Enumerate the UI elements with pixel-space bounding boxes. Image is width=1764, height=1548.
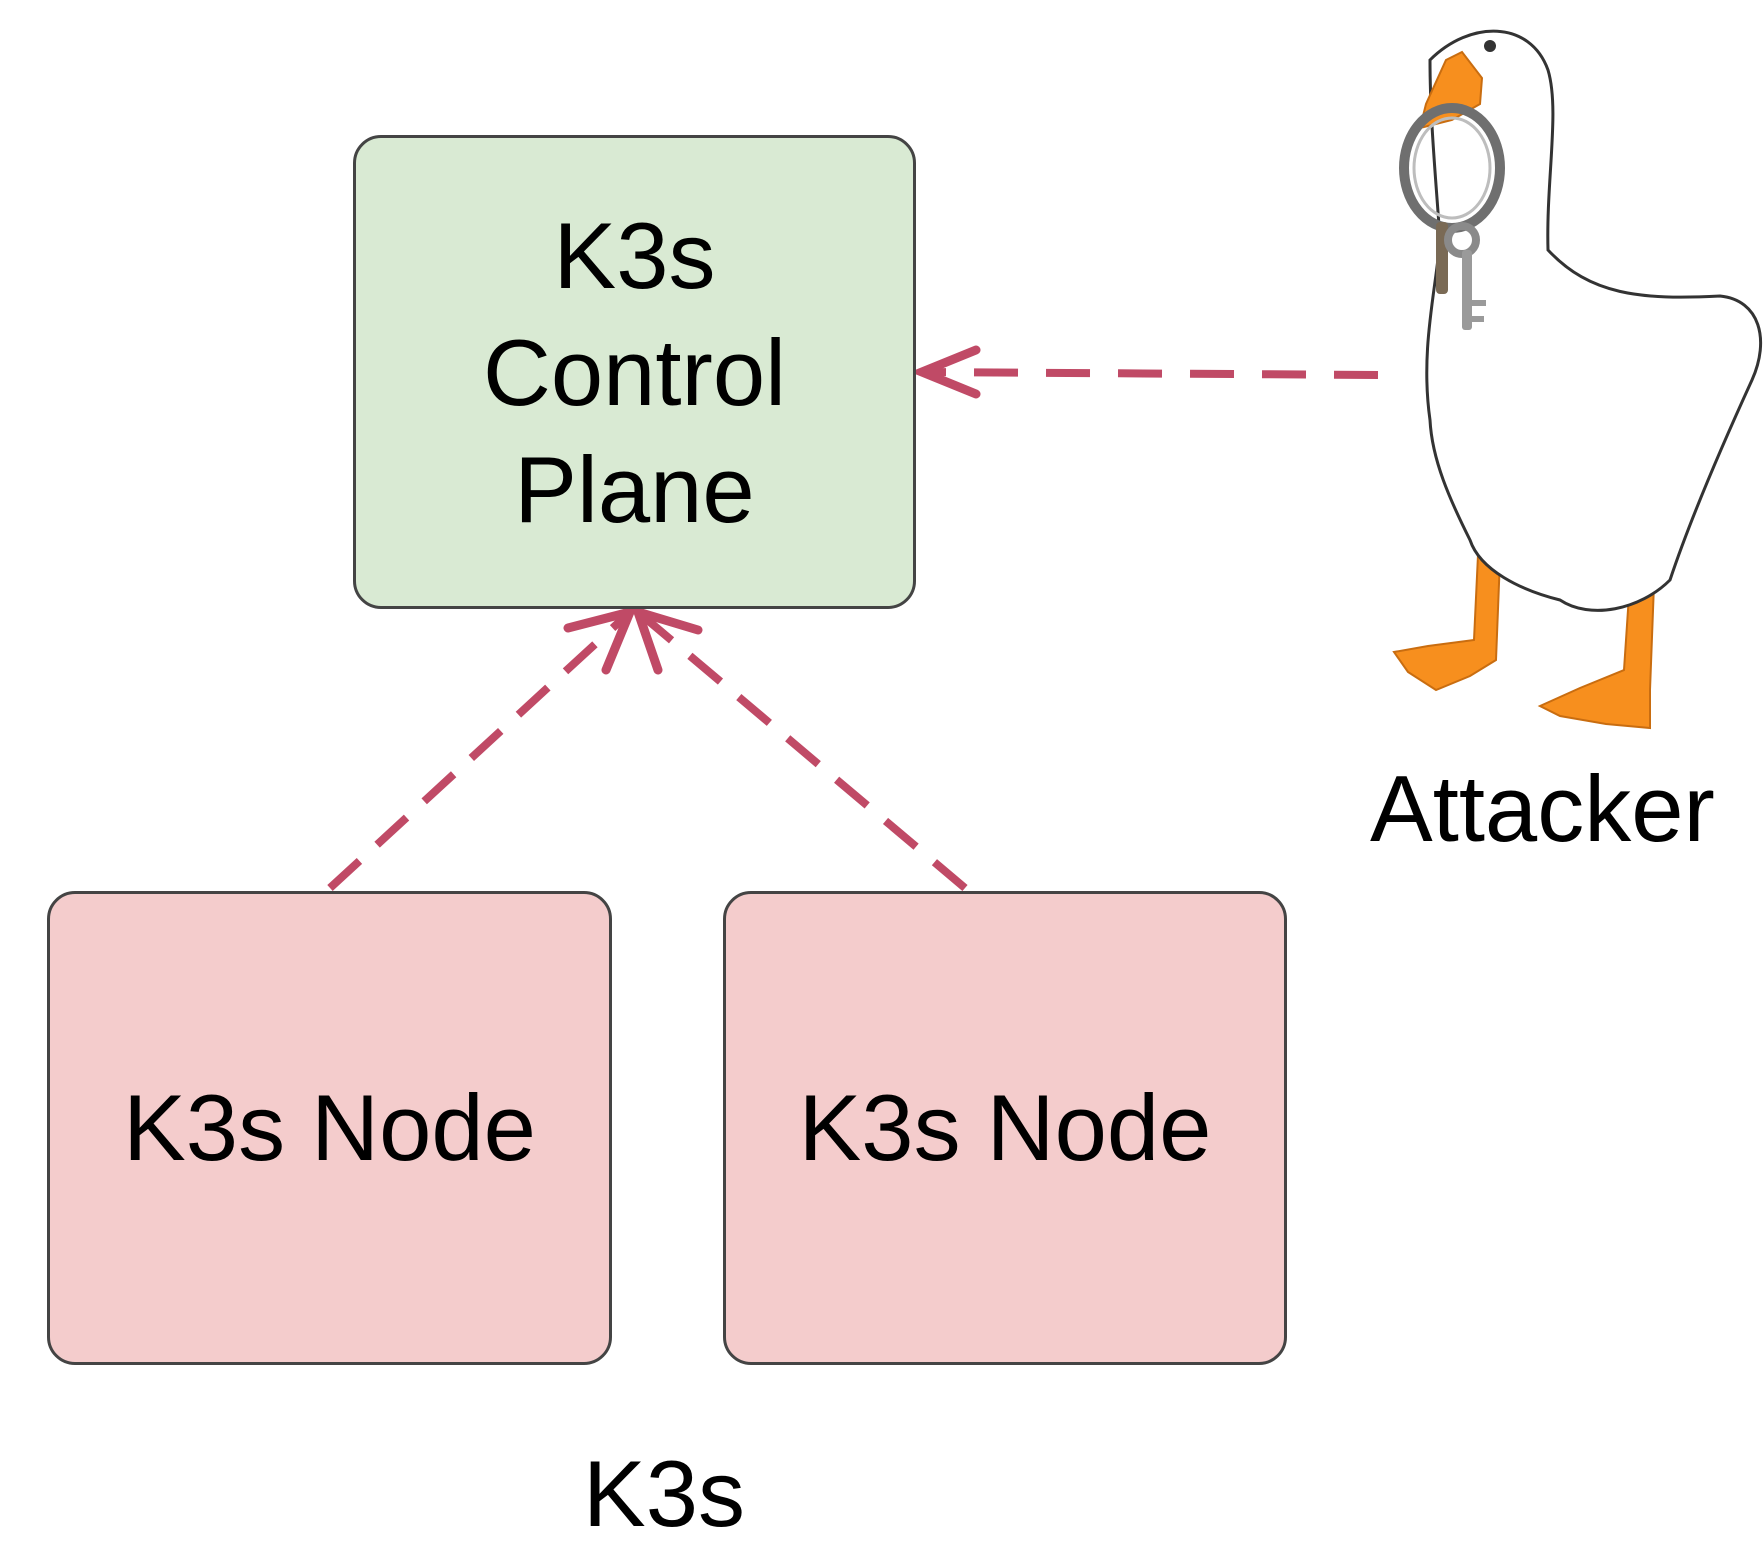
k3s-node-label-right: K3s Node — [798, 1075, 1212, 1180]
control-plane-label: K3s Control Plane — [482, 202, 787, 542]
goose-left-leg — [1392, 553, 1502, 692]
goose-keys — [1436, 222, 1486, 330]
attacker-label: Attacker — [1370, 756, 1715, 861]
goose-body — [1425, 29, 1763, 612]
arrow-node-left-to-control-plane — [327, 609, 633, 891]
arrowhead-attacker — [910, 345, 981, 399]
control-plane-box: K3s Control Plane — [353, 135, 916, 609]
arrowhead-node-right — [630, 605, 703, 675]
k3s-node-box-left: K3s Node — [47, 891, 612, 1365]
arrowhead-node-left — [563, 605, 638, 675]
k3s-node-box-right: K3s Node — [723, 891, 1287, 1365]
arrow-attacker-to-control-plane — [921, 368, 1379, 379]
arrows-group — [327, 345, 1379, 892]
goose-with-keys-icon — [1392, 29, 1763, 730]
goose-right-leg — [1537, 578, 1656, 730]
goose-eye — [1484, 40, 1496, 52]
cluster-label: K3s — [583, 1441, 745, 1546]
k3s-node-label-left: K3s Node — [123, 1075, 536, 1180]
arrow-node-right-to-control-plane — [635, 608, 968, 892]
